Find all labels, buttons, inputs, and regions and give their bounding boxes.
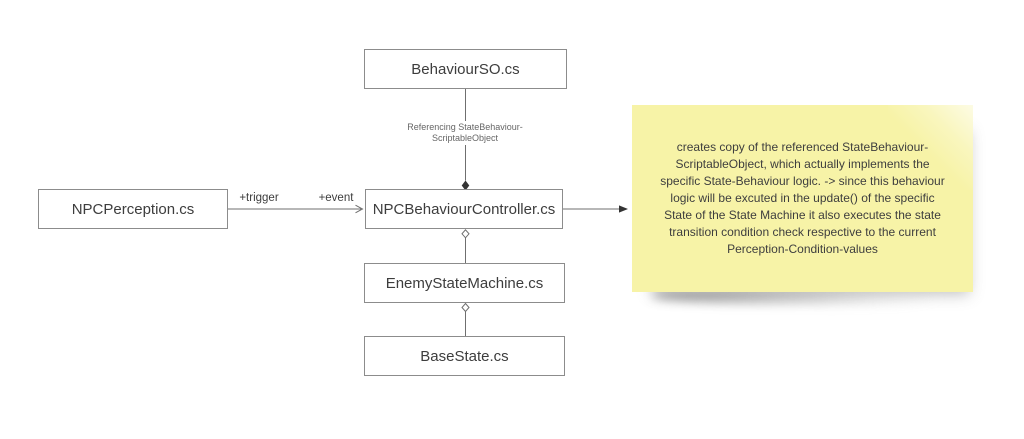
node-label: NPCBehaviourController.cs	[372, 200, 556, 218]
sticky-note[interactable]: creates copy of the referenced StateBeha…	[632, 105, 973, 292]
edge-label-trigger: +trigger	[239, 192, 279, 204]
node-basestate[interactable]: BaseState.cs	[364, 336, 565, 376]
edge-npcperception-controller	[228, 204, 364, 214]
edge-label-referencing-line1: Referencing StateBehaviour-	[407, 122, 523, 132]
hollow-diamond-marker-icon	[461, 302, 470, 313]
edge-label-referencing: Referencing StateBehaviour- ScriptableOb…	[390, 121, 540, 145]
edge-controller-enemystatemachine	[461, 229, 470, 263]
note-text-line: specific State-Behaviour logic. -> since…	[660, 174, 945, 188]
note-text-line: Perception-Condition-values	[727, 242, 878, 256]
node-label: EnemyStateMachine.cs	[385, 274, 544, 292]
note-text-line: transition condition check respective to…	[669, 225, 936, 239]
note-text-line: State of the State Machine it also execu…	[664, 208, 941, 222]
edge-label-referencing-line2: ScriptableObject	[431, 133, 499, 143]
filled-diamond-marker-icon	[461, 180, 470, 191]
edge-enemystatemachine-basestate	[461, 302, 470, 336]
node-enemystatemachine[interactable]: EnemyStateMachine.cs	[364, 263, 565, 303]
sticky-note-fold-corner	[888, 105, 973, 190]
note-text-line: logic will be excuted in the update() of…	[670, 191, 935, 205]
edge-label-event: +event	[318, 192, 354, 204]
node-label: BehaviourSO.cs	[411, 60, 520, 78]
note-text-line: ScriptableObject, which actually impleme…	[675, 157, 930, 171]
node-npcperception[interactable]: NPCPerception.cs	[38, 189, 228, 229]
hollow-diamond-marker-icon	[461, 229, 470, 239]
arrowhead-icon	[355, 204, 364, 214]
note-text-line: creates copy of the referenced StateBeha…	[676, 140, 929, 154]
node-npcbehaviourcontroller[interactable]: NPCBehaviourController.cs	[365, 189, 563, 229]
arrowhead-icon	[619, 205, 628, 213]
node-behaviourso[interactable]: BehaviourSO.cs	[364, 49, 567, 89]
node-label: BaseState.cs	[420, 347, 509, 365]
edge-controller-note	[563, 205, 628, 213]
node-label: NPCPerception.cs	[71, 200, 195, 218]
